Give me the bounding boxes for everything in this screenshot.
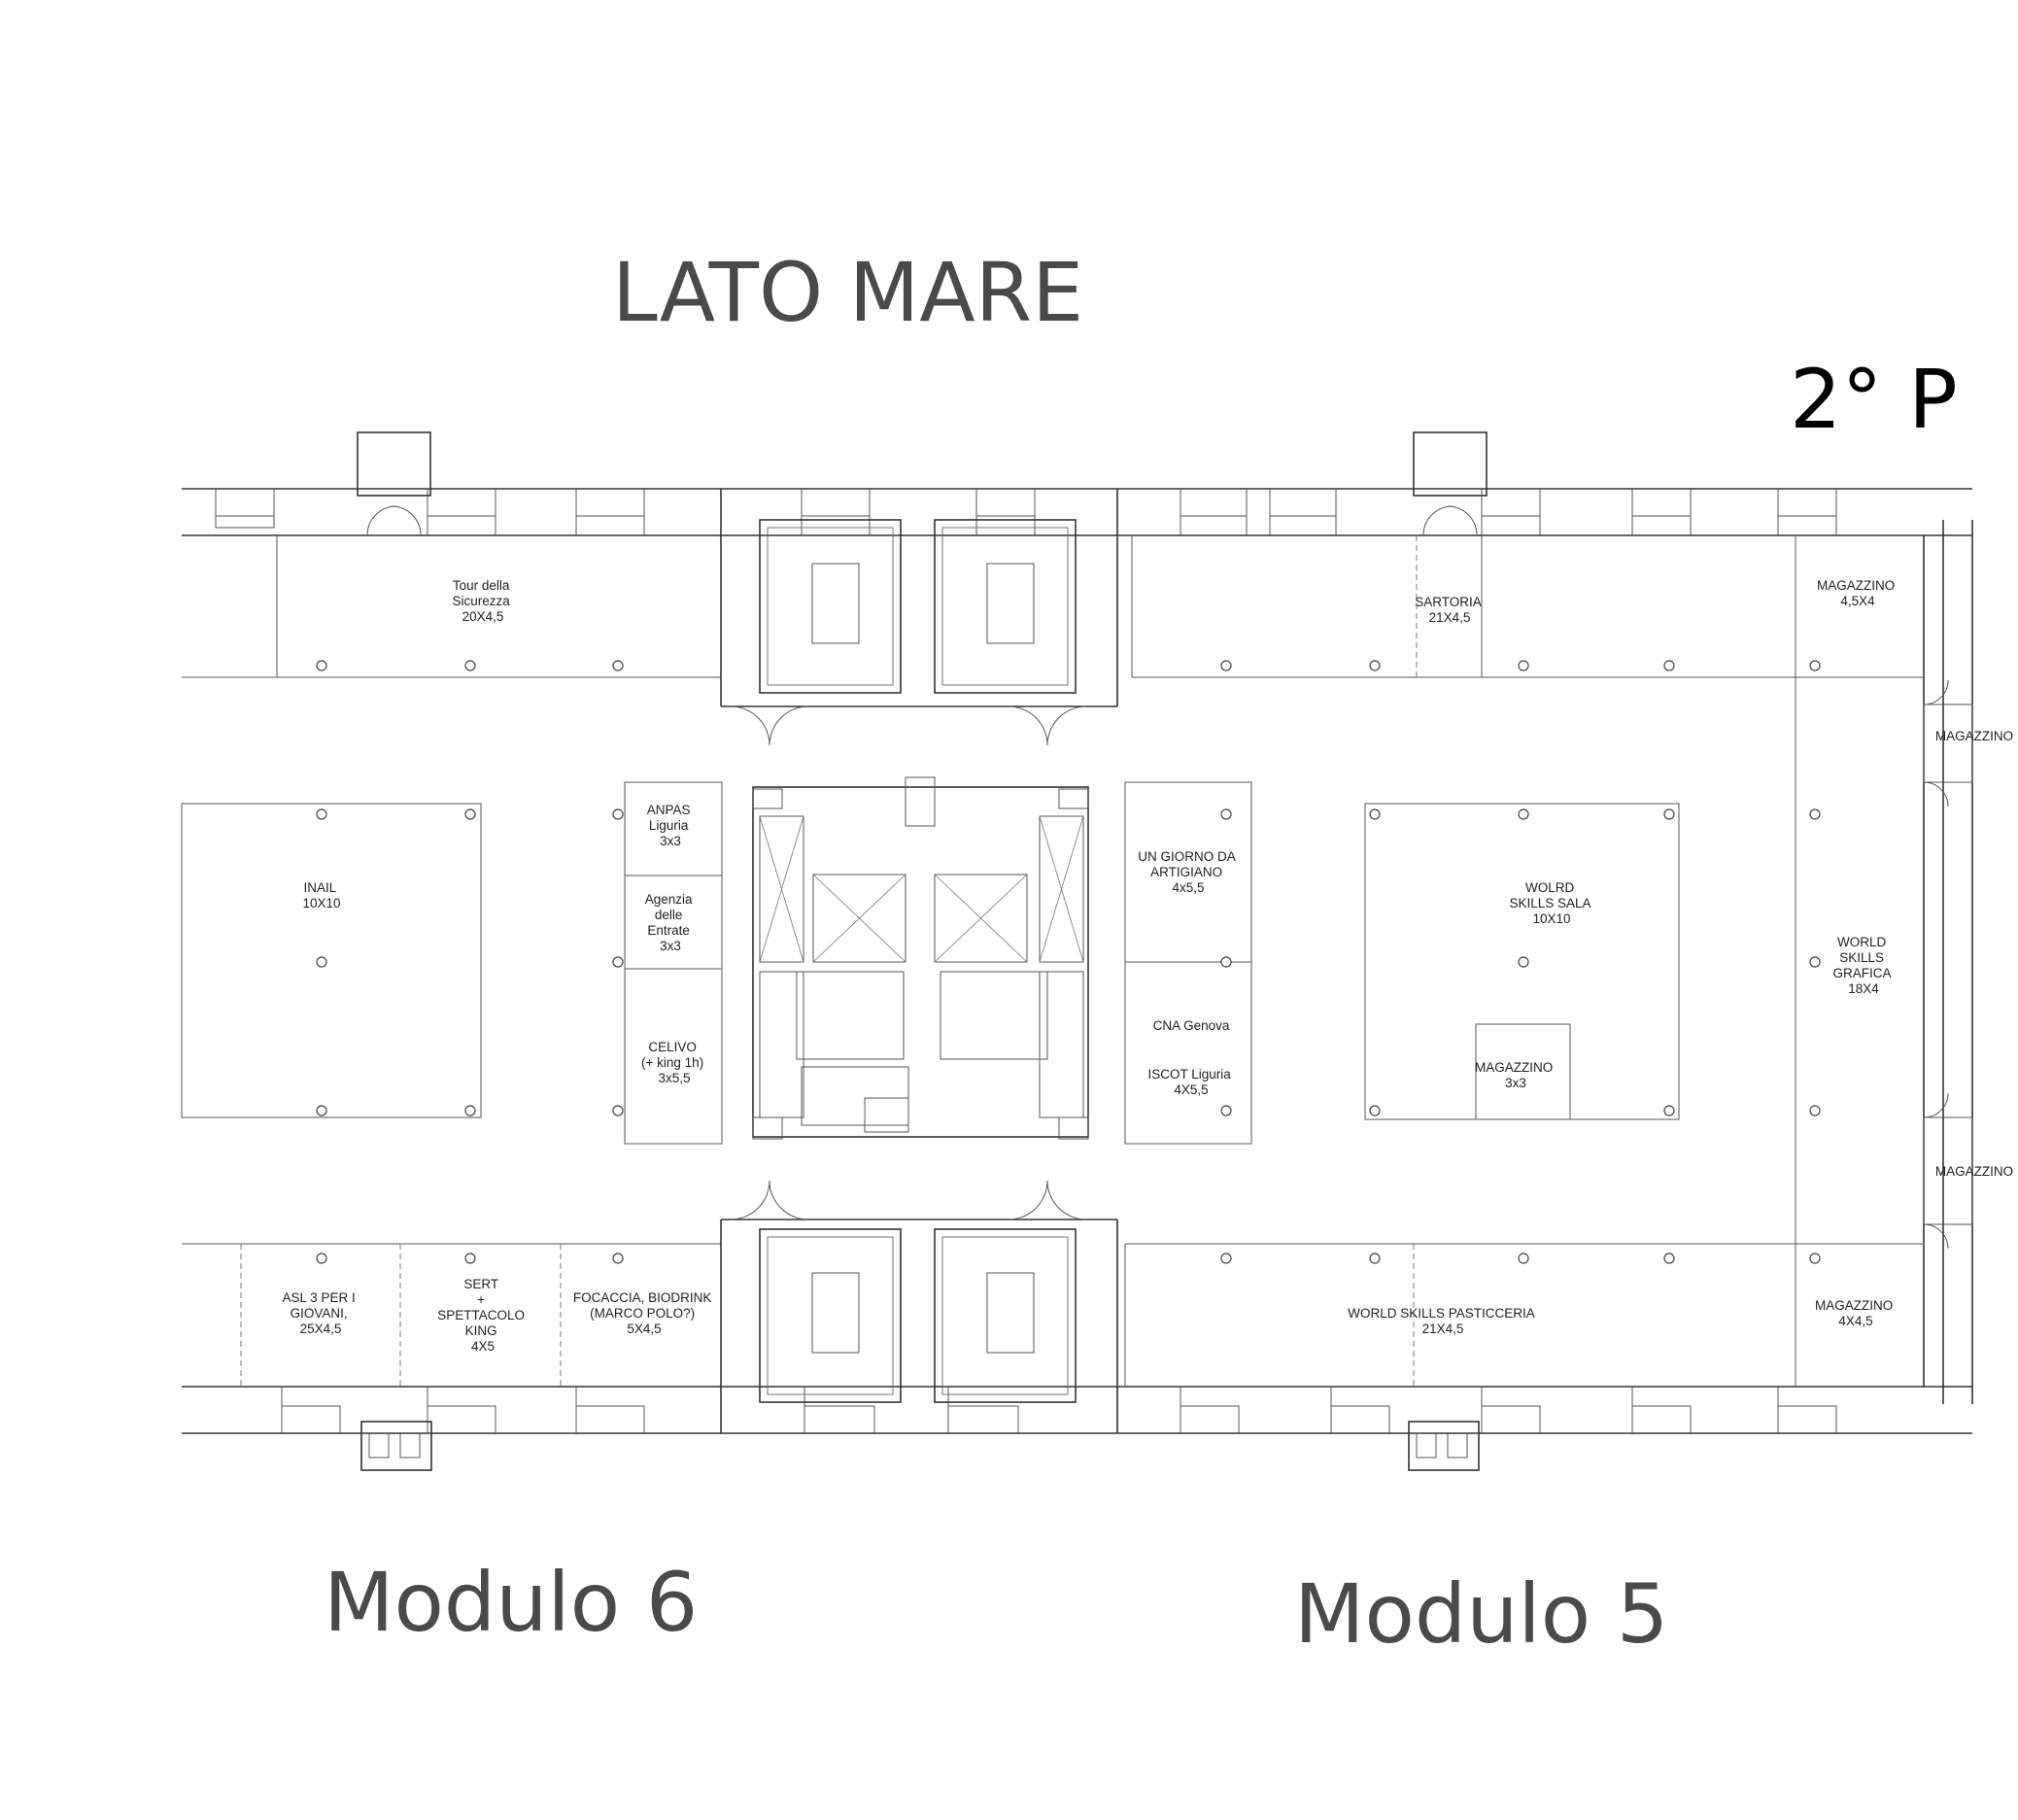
window-bays xyxy=(215,489,1837,1433)
room-label-sert: SERT + SPETTACOLO KING 4X5 xyxy=(437,1277,529,1354)
room-outlines xyxy=(181,535,1973,1387)
room-label-world-skills-grafica: WORLD SKILLS GRAFICA 18X4 xyxy=(1832,935,1894,996)
central-core xyxy=(720,489,1949,1433)
room-label-world-skills-pasticceria: WORLD SKILLS PASTICCERIA 21X4,5 xyxy=(1348,1306,1538,1336)
room-label-inail: INAIL 10X10 xyxy=(302,880,340,910)
room-label-magazzino-side-upper: MAGAZZINO xyxy=(1935,729,2013,743)
room-labels: Tour della Sicurezza 20X4,5 SARTORIA 21X… xyxy=(282,578,2013,1354)
room-label-celivo: CELIVO (+ king 1h) 3x5,5 xyxy=(641,1040,707,1085)
room-label-magazzino-bottom-right: MAGAZZINO 4X4,5 xyxy=(1815,1298,1897,1328)
module-6-heading: Modulo 6 xyxy=(324,1555,698,1650)
room-label-sartoria: SARTORIA 21X4,5 xyxy=(1415,595,1485,625)
side-heading: LATO MARE xyxy=(612,245,1083,340)
exterior-doors xyxy=(357,431,1488,1471)
room-label-tour-sicurezza: Tour della Sicurezza 20X4,5 xyxy=(452,578,513,624)
floor-heading: 2° P xyxy=(1790,352,1958,447)
room-label-magazzino-center: MAGAZZINO 3x3 xyxy=(1475,1060,1556,1090)
structural-columns xyxy=(316,660,1821,1264)
room-label-giorno-artigiano: UN GIORNO DA ARTIGIANO 4x5,5 xyxy=(1138,849,1239,895)
outer-walls xyxy=(182,488,1973,1434)
room-label-focaccia: FOCACCIA, BIODRINK (MARCO POLO?) 5X4,5 xyxy=(573,1290,715,1336)
room-label-iscot-liguria: ISCOT Liguria 4X5,5 xyxy=(1147,1067,1234,1097)
room-label-magazzino-side-lower: MAGAZZINO xyxy=(1935,1164,2013,1179)
room-label-world-skills-sala: WOLRD SKILLS SALA 10X10 xyxy=(1509,880,1593,926)
room-label-asl: ASL 3 PER I GIOVANI, 25X4,5 xyxy=(282,1290,359,1336)
room-label-agenzia-entrate: Agenzia delle Entrate 3x3 xyxy=(645,892,697,953)
module-5-heading: Modulo 5 xyxy=(1294,1566,1668,1662)
room-label-cna-genova: CNA Genova xyxy=(1153,1018,1230,1033)
room-label-magazzino-top-right: MAGAZZINO 4,5X4 xyxy=(1817,578,1898,608)
room-label-anpas: ANPAS Liguria 3x3 xyxy=(647,803,695,848)
